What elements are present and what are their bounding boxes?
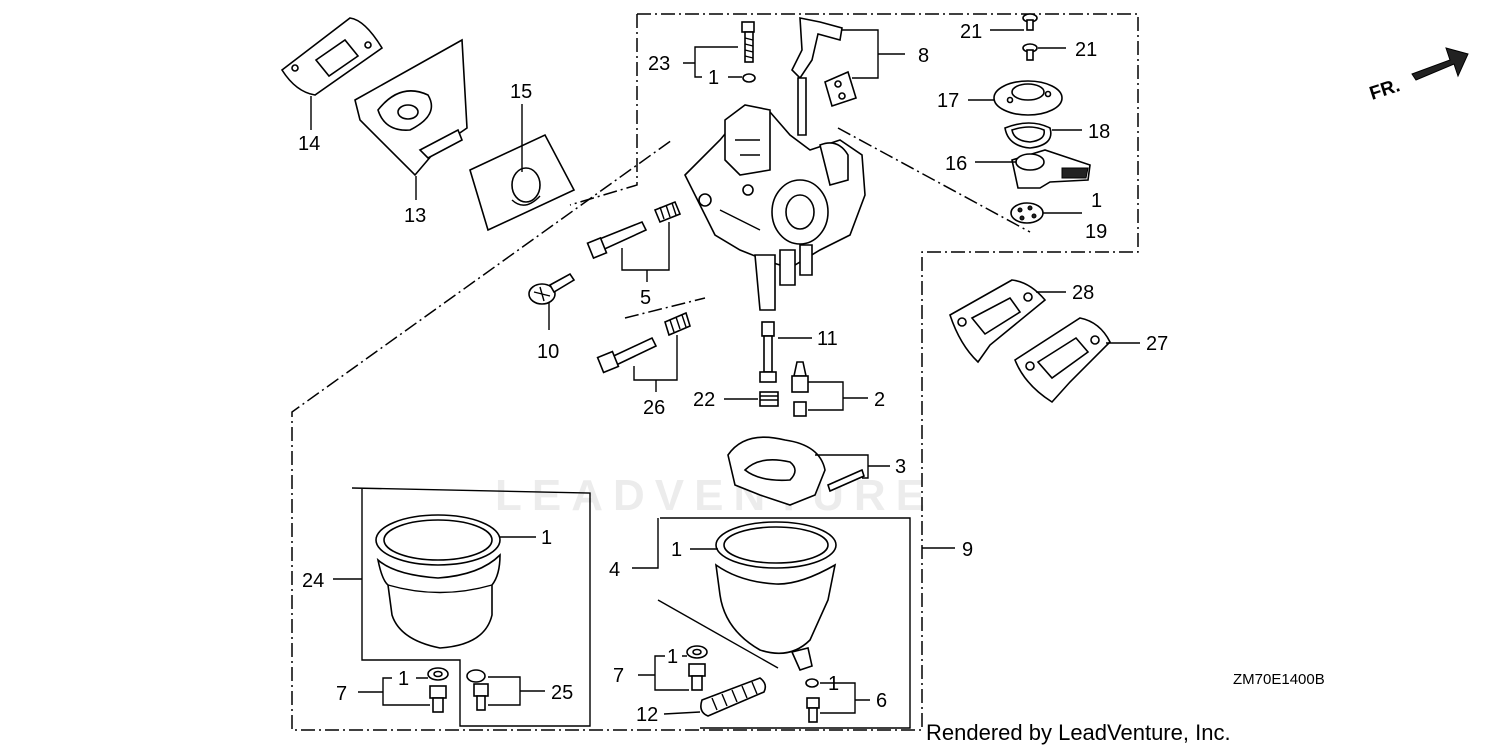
bolt-7-mid — [688, 663, 706, 691]
float-3 — [727, 436, 865, 506]
front-indicator: FR. — [1367, 47, 1469, 105]
assembly-boundary — [291, 13, 1139, 731]
gasket-15 — [469, 133, 576, 232]
callout-9: 9 — [962, 539, 973, 561]
carburetor-body — [684, 104, 866, 311]
bolt-7-left — [429, 685, 447, 713]
callout-10: 10 — [537, 341, 559, 363]
callout-27: 27 — [1146, 333, 1168, 355]
callout-28: 28 — [1072, 282, 1094, 304]
fr-label: FR. — [1367, 75, 1403, 104]
gasket-18 — [1004, 122, 1052, 149]
cover-17 — [993, 80, 1063, 116]
callout-2: 2 — [874, 389, 885, 411]
gasket-27 — [1014, 317, 1111, 404]
callout-7-mid: 7 — [613, 665, 624, 687]
leader-lines — [310, 29, 1140, 715]
callout-11: 11 — [817, 328, 838, 350]
watermark: LEADVENTURE — [495, 471, 935, 520]
cap-19 — [1010, 202, 1044, 224]
screw-10 — [528, 272, 576, 305]
screw-23 — [741, 21, 756, 83]
bowl-assembly-24 — [351, 487, 591, 727]
tube-12 — [700, 677, 767, 717]
callout-1-mid-small: 1 — [667, 646, 678, 668]
throttle-screw-26 — [596, 311, 691, 374]
callout-21-a: 21 — [960, 21, 982, 43]
callout-21-b: 21 — [1075, 39, 1097, 61]
callout-1-bowl-left: 1 — [541, 527, 552, 549]
drain-screw-6 — [805, 678, 820, 723]
screw-25 — [466, 669, 489, 711]
callout-19: 19 — [1085, 221, 1107, 243]
callout-22: 22 — [693, 389, 715, 411]
callout-1-right: 1 — [1091, 190, 1102, 212]
callout-4: 4 — [609, 559, 620, 581]
main-jet-22 — [759, 391, 779, 407]
callout-5: 5 — [640, 287, 651, 309]
screw-21-b — [1022, 43, 1038, 61]
callout-7-left: 7 — [336, 683, 347, 705]
callout-13: 13 — [404, 205, 426, 227]
choke-lever-8 — [791, 17, 857, 136]
gasket-28 — [949, 279, 1047, 364]
washer-1-left — [427, 667, 449, 681]
washer-1-mid — [686, 645, 708, 659]
callout-23: 23 — [648, 53, 670, 75]
gasket-14 — [280, 17, 384, 96]
callout-6: 6 — [876, 690, 887, 712]
callout-1-left-small: 1 — [398, 668, 409, 690]
insulator-13 — [354, 38, 468, 177]
callout-1-small-right: 1 — [828, 673, 839, 695]
lever-16 — [1011, 149, 1091, 189]
callouts: 23 1 8 21 21 17 18 16 1 19 14 13 15 5 10… — [298, 21, 1168, 726]
callout-26: 26 — [643, 397, 665, 419]
callout-25: 25 — [551, 682, 573, 704]
callout-17: 17 — [937, 90, 959, 112]
callout-8: 8 — [918, 45, 929, 67]
callout-1-bowl-mid: 1 — [671, 539, 682, 561]
pilot-screw-5 — [586, 200, 682, 260]
callout-18: 18 — [1088, 121, 1110, 143]
screw-21-a — [1022, 13, 1038, 31]
credit-text: Rendered by LeadVenture, Inc. — [926, 720, 1231, 745]
callout-15: 15 — [510, 81, 532, 103]
figure-code: ZM70E1400B — [1233, 671, 1325, 688]
nozzle-11 — [759, 321, 777, 383]
bowl-assembly-4 — [657, 517, 911, 729]
callout-24: 24 — [302, 570, 324, 592]
float-valve-2 — [791, 361, 809, 417]
callout-1-top: 1 — [708, 67, 719, 89]
callout-14: 14 — [298, 133, 320, 155]
callout-12: 12 — [636, 704, 658, 726]
callout-16: 16 — [945, 153, 967, 175]
callout-3: 3 — [895, 456, 906, 478]
